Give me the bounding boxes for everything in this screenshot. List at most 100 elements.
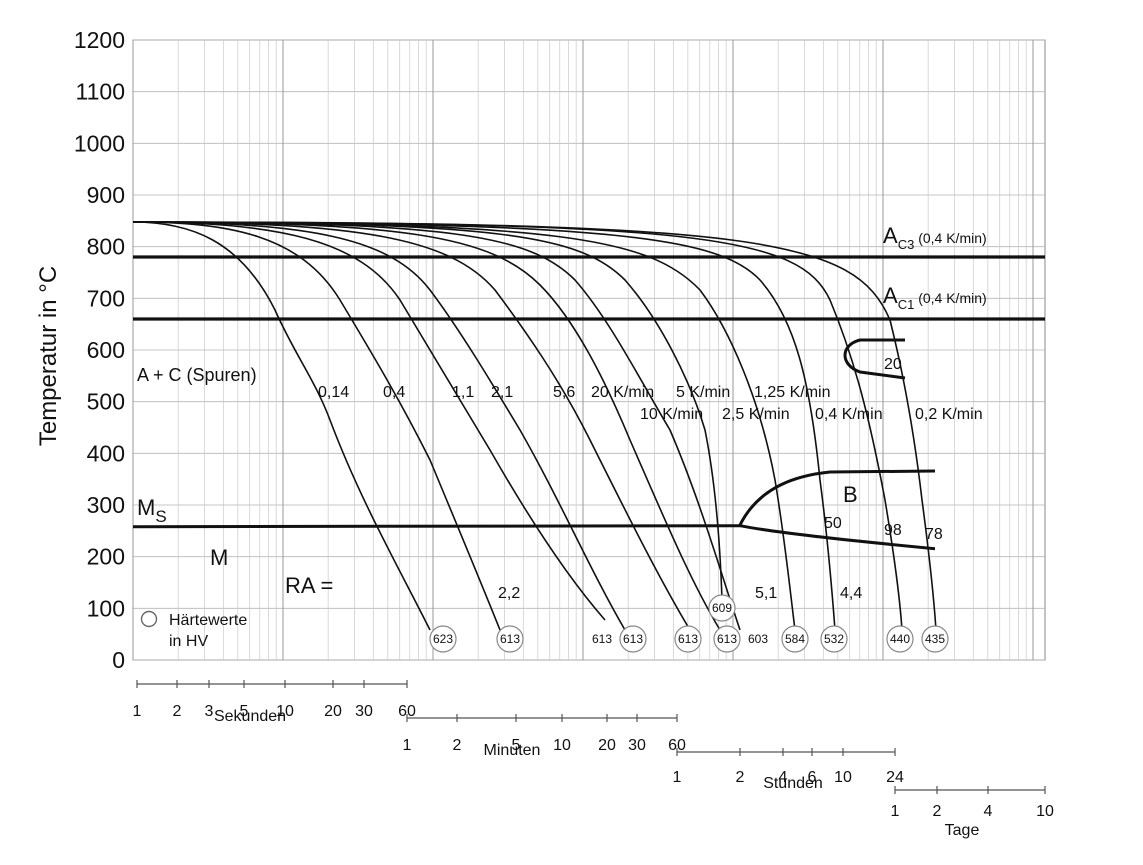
legend-circle (140, 610, 158, 628)
time-scale-tick-label: 60 (398, 703, 416, 720)
cooling-curve-12 (132, 221, 937, 631)
hv-value: 435 (925, 632, 945, 646)
time-scale-tick-label: 2 (736, 769, 745, 786)
ac3-label: AC3 (0,4 K/min) (883, 223, 987, 252)
time-scale-tick-label: 5 (512, 737, 521, 754)
curve-label-20: 20 K/min (591, 384, 654, 401)
time-scale-tick-label: 1 (403, 737, 412, 754)
time-scale-tick-label: 1 (133, 703, 142, 720)
curve-label-2-5: 2,5 K/min (722, 406, 790, 423)
time-scale-tick-label: 20 (324, 703, 342, 720)
time-scale-unit: Tage (945, 822, 980, 839)
curves (132, 221, 1045, 631)
hv-value: 440 (890, 632, 910, 646)
y-tick-label: 400 (87, 440, 125, 466)
time-scale-tick-label: 2 (933, 803, 942, 820)
y-tick-label: 1200 (74, 27, 125, 53)
cooling-curve-10 (132, 221, 836, 631)
ra-value-1: 2,2 (498, 585, 520, 602)
hv-circle (781, 625, 809, 653)
curve-label-1-1: 1,1 (452, 384, 474, 401)
time-scale-tick-label: 10 (834, 769, 852, 786)
ms-line (132, 524, 936, 551)
hv-value: 623 (433, 632, 453, 646)
cooling-curve-8 (132, 221, 723, 601)
bainite-num-2: 50 (824, 515, 842, 532)
grid (132, 39, 1046, 661)
hv-value: 613 (678, 632, 698, 646)
legend-line-2: in HV (169, 633, 208, 650)
hv-circle (886, 625, 914, 653)
time-scale-tick-label: 6 (808, 769, 817, 786)
hv-value: 613 (623, 632, 643, 646)
time-scale-tick-label: 20 (598, 737, 616, 754)
curve-label-0-2: 0,2 K/min (915, 406, 983, 423)
bainite-start-curve (738, 469, 936, 526)
hv-circle (708, 594, 736, 622)
y-tick-label: 0 (112, 647, 125, 673)
hv-value: 613 (592, 632, 612, 646)
curve-label-10: 10 K/min (640, 406, 703, 423)
curve-label-0-4kmin: 0,4 K/min (815, 406, 883, 423)
hv-circle (619, 625, 647, 653)
y-tick-label: 600 (87, 337, 125, 363)
hv-circle (674, 625, 702, 653)
y-tick-label: 100 (87, 595, 125, 621)
time-scale-tick-label: 4 (779, 769, 788, 786)
time-scale-tick-label: 1 (891, 803, 900, 820)
hv-circle (921, 625, 949, 653)
y-tick-label: 1000 (74, 130, 125, 156)
ac1-label: AC1 (0,4 K/min) (883, 283, 987, 312)
legend-line-1: Härtewerte (169, 612, 247, 629)
time-scale-tick-label: 2 (453, 737, 462, 754)
time-scale-unit: Minuten (484, 742, 541, 759)
hv-circle (713, 625, 741, 653)
y-tick-label: 800 (87, 234, 125, 260)
region-m: M (210, 545, 228, 570)
bainite-num-3: 98 (884, 522, 902, 539)
bainite-num-1: 20 (884, 356, 902, 373)
hv-value: 603 (748, 632, 768, 646)
hardness-values: 623 613 613 613 613 613 603 609 584 532 440 435 (429, 594, 949, 653)
cooling-curve-9 (132, 221, 796, 631)
cooling-curve-3 (132, 221, 606, 621)
hv-circle (820, 625, 848, 653)
time-scale-tick-label: 1 (673, 769, 682, 786)
hv-value: 584 (785, 632, 805, 646)
time-scale-tick-label: 2 (173, 703, 182, 720)
hv-circle (496, 625, 524, 653)
region-a-c: A + C (Spuren) (137, 365, 257, 385)
time-scale-tick-label: 5 (240, 703, 249, 720)
y-tick-label: 900 (87, 182, 125, 208)
hv-circle (429, 625, 457, 653)
time-scale-tick-label: 30 (628, 737, 646, 754)
time-scale-tick-label: 10 (1036, 803, 1054, 820)
hv-value: 609 (712, 601, 732, 615)
hv-value: 532 (824, 632, 844, 646)
cooling-curve-2 (132, 221, 501, 631)
region-b: B (843, 482, 858, 507)
time-scale-tick-label: 60 (668, 737, 686, 754)
time-scale-tick-label: 10 (553, 737, 571, 754)
hv-value: 613 (500, 632, 520, 646)
y-tick-label: 1100 (76, 79, 125, 105)
cooling-curve-1 (132, 221, 431, 631)
ra-value-3: 4,4 (840, 585, 862, 602)
cooling-curve-4 (132, 221, 626, 631)
y-axis-ticks: 0 100 200 300 400 500 600 700 800 900 1000 1100 1200 (74, 27, 125, 673)
y-tick-label: 500 (87, 389, 125, 415)
hv-value: 613 (717, 632, 737, 646)
y-tick-label: 200 (87, 544, 125, 570)
curve-label-5: 5 K/min (676, 384, 730, 401)
time-scale-tick-label: 3 (205, 703, 214, 720)
time-scale-tick-label: 4 (984, 803, 993, 820)
curve-label-0-4: 0,4 (383, 384, 405, 401)
curve-label-1-25: 1,25 K/min (754, 384, 830, 401)
cooling-curve-5 (132, 221, 691, 631)
cooling-curve-7 (132, 221, 741, 631)
y-tick-label: 700 (87, 285, 125, 311)
curve-label-0-14: 0,14 (318, 384, 349, 401)
annotations: AC3 (0,4 K/min) AC1 (0,4 K/min) MS A + C… (137, 223, 987, 650)
y-tick-label: 300 (87, 492, 125, 518)
